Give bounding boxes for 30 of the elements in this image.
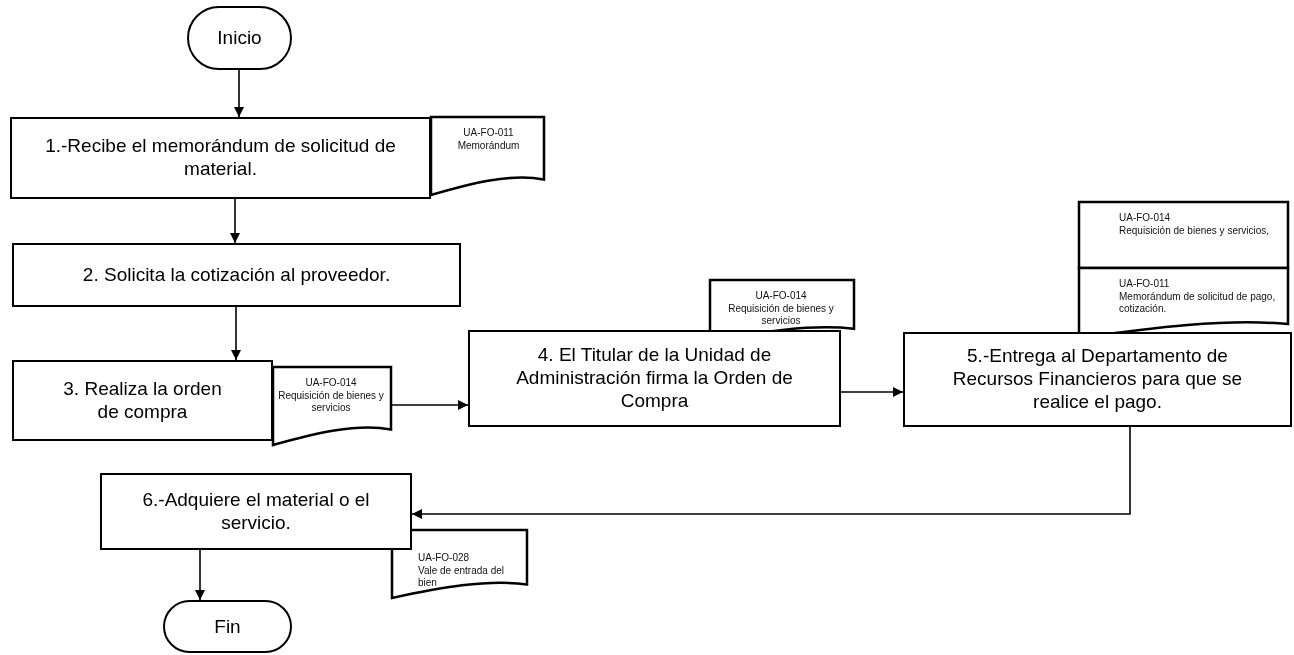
step-text: 5.-Entrega al Departamento de Recursos Financieros para que se realice el pago. [951, 345, 1244, 414]
step-text: 3. Realiza la orden de compra [62, 377, 223, 424]
step-text: 1.-Recibe el memorándum de solicitud de material. [44, 135, 397, 181]
document-code: UA-FO-028 [418, 552, 470, 565]
arrow [234, 69, 244, 118]
arrow [840, 387, 904, 397]
arrow [195, 549, 205, 601]
terminal-label: Fin [214, 615, 241, 638]
document-title: Requisición de bienes y servicios [277, 389, 385, 415]
document-code: UA-FO-014 [305, 377, 357, 390]
document-code: UA-FO-014 [755, 290, 807, 303]
step-text: 6.-Adquiere el material o el servicio. [141, 488, 371, 535]
terminal-shape [163, 600, 292, 653]
terminal-label: Inicio [217, 27, 262, 49]
document-title: Vale de entrada del bien [418, 564, 505, 590]
step-text: 2. Solicita la cotización al proveedor. [82, 263, 391, 287]
terminal-shape [187, 6, 292, 70]
arrow [411, 426, 1131, 519]
process-box [12, 243, 461, 307]
arrow [230, 198, 240, 244]
document-code: UA-FO-011 [1119, 278, 1170, 291]
document-title: Memorándum de solicitud de pago, cotización. [1119, 290, 1277, 316]
document-title: Requisición de bienes y servicios, [1119, 224, 1270, 237]
process-box [100, 473, 412, 550]
document-title: Requisición de bienes y servicios [727, 302, 835, 328]
document-code: UA-FO-011 [463, 127, 514, 140]
step-text: 4. El Titular de la Unidad de Administración firma la Orden de Compra [515, 344, 794, 413]
document-code: UA-FO-014 [1119, 212, 1171, 225]
document-title: Memorándum [457, 139, 520, 152]
arrow [231, 306, 241, 361]
